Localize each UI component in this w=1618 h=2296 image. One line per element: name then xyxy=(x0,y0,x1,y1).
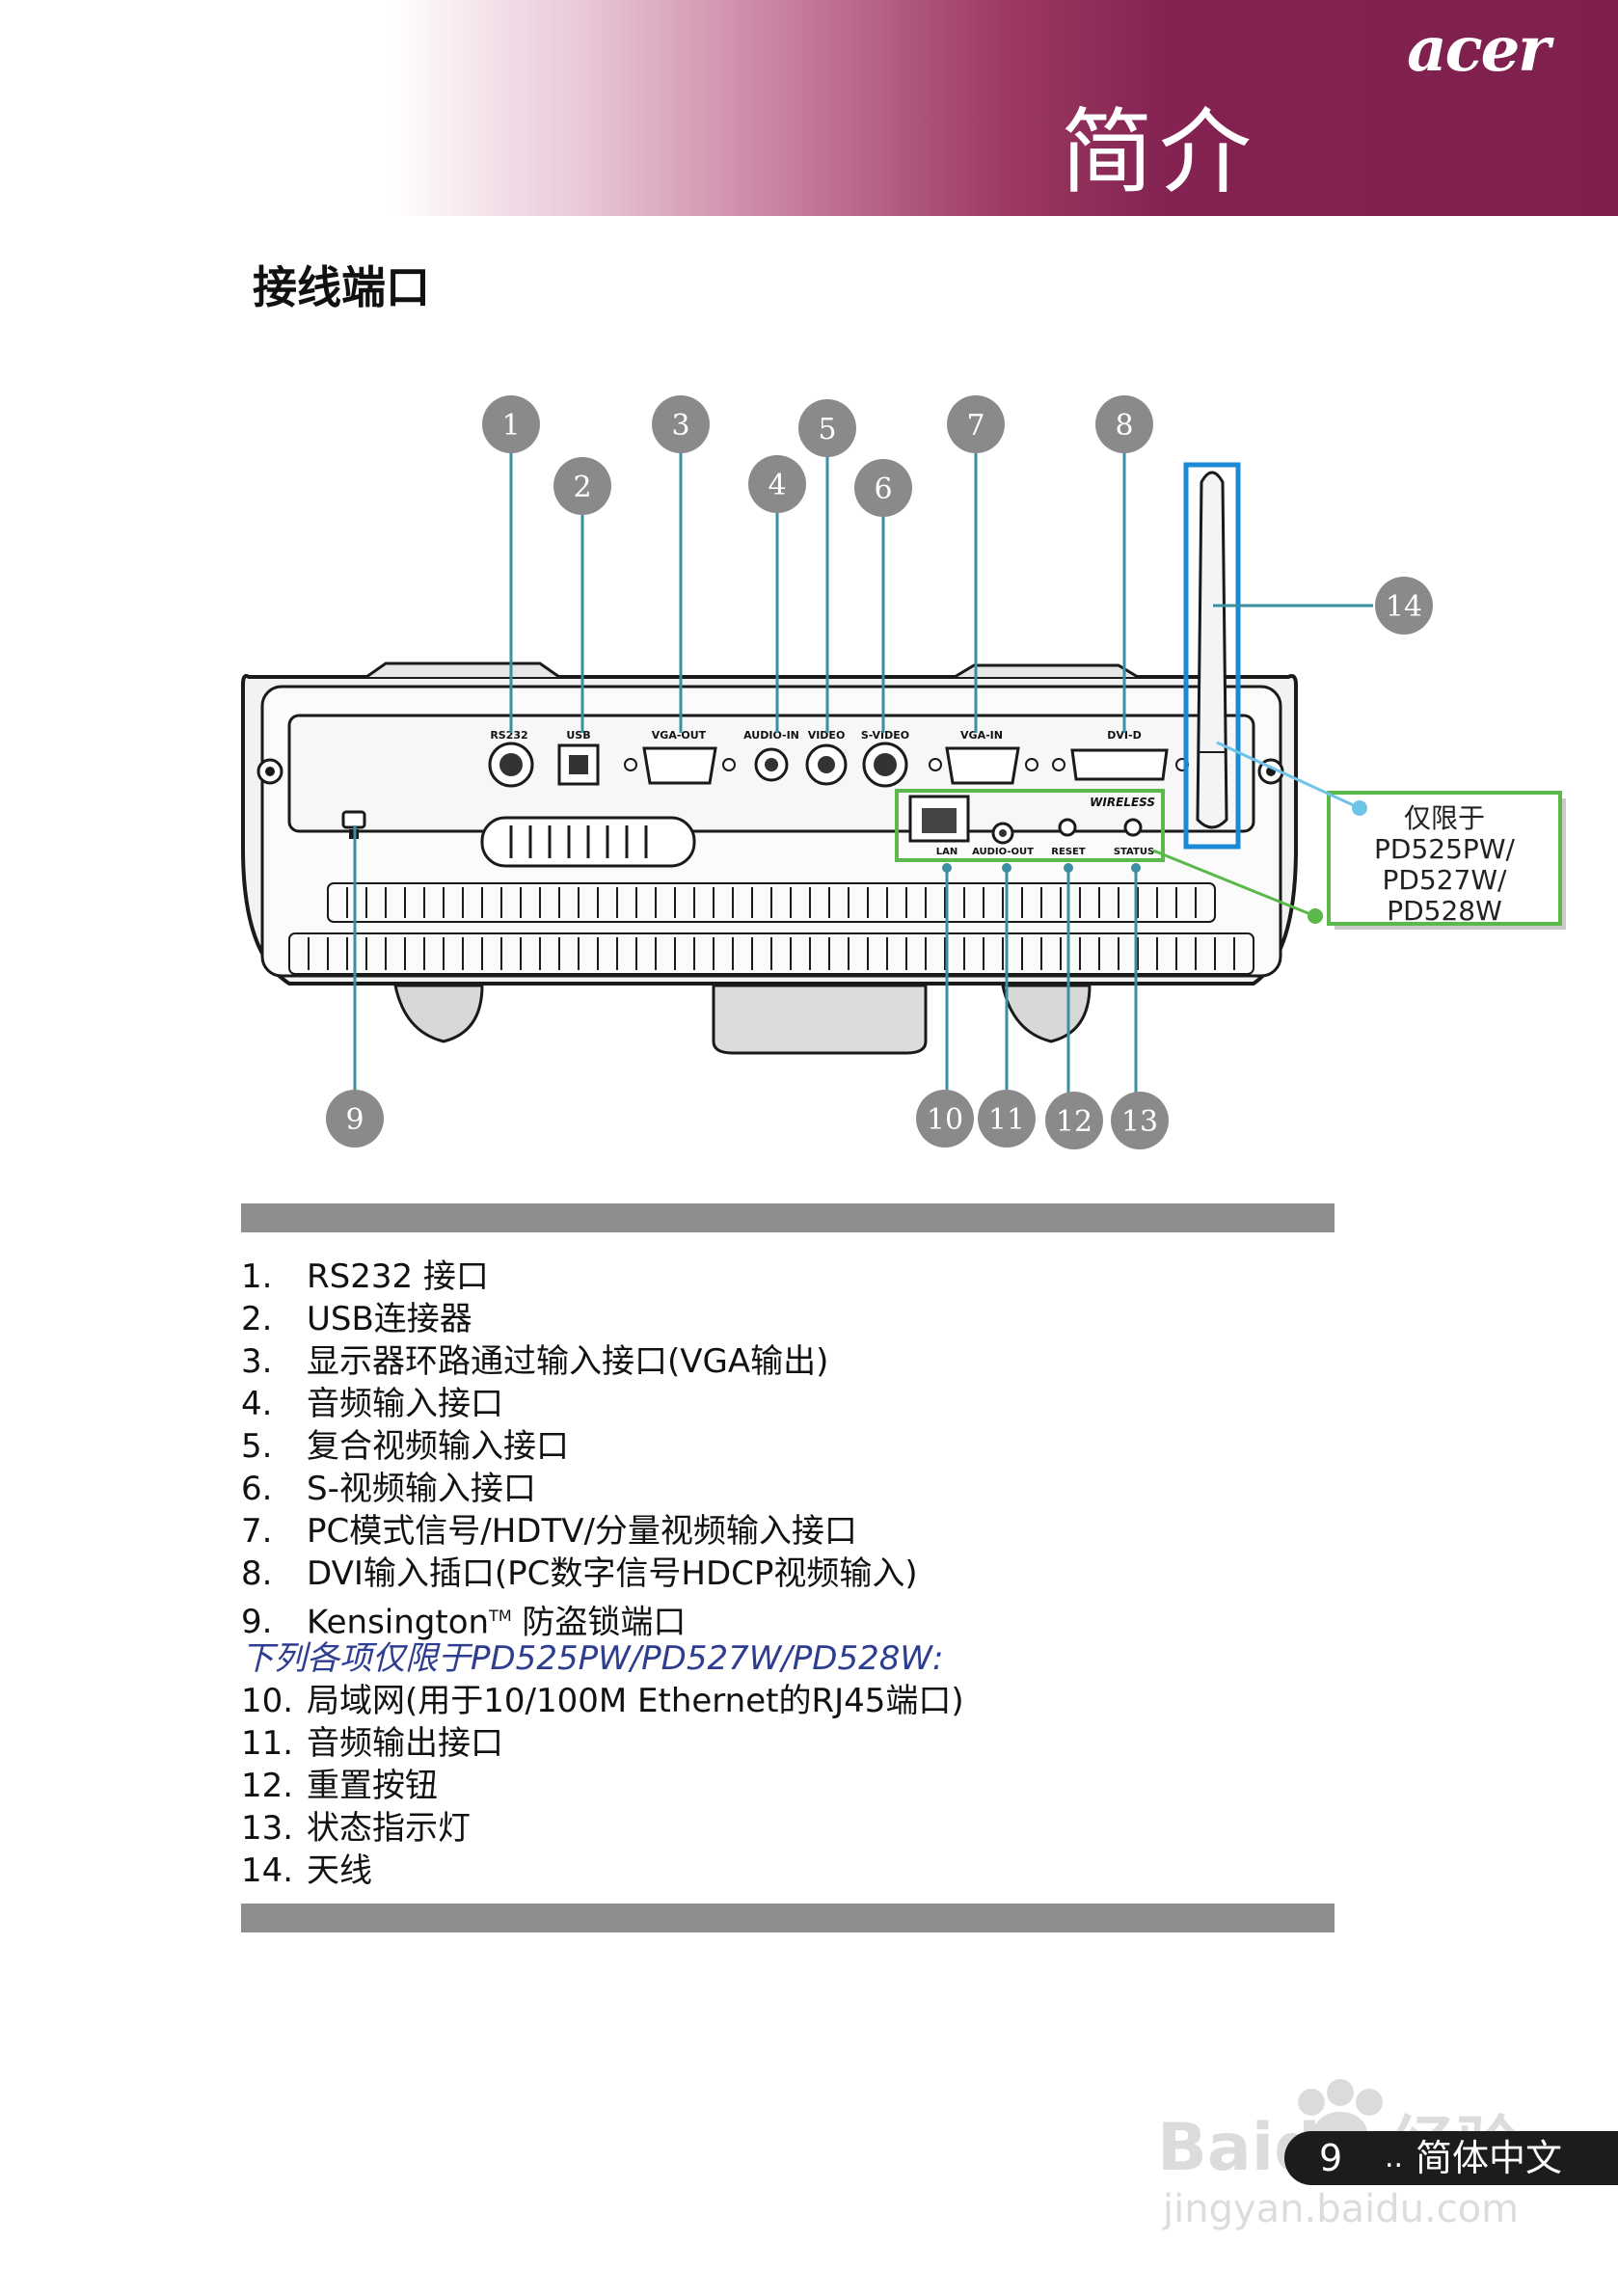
label-status: STATUS xyxy=(1114,847,1154,857)
callout-7 xyxy=(947,395,1005,453)
acer-logo: acer xyxy=(1407,14,1551,86)
callout-8-num: 8 xyxy=(1115,409,1133,443)
model-note-line-3: PD527W/ xyxy=(1382,864,1507,896)
list-item: 12.重置按钮 xyxy=(241,1767,438,1805)
list-item: 1.RS232 接口 xyxy=(241,1257,489,1296)
list-item: 5.复合视频输入接口 xyxy=(241,1427,569,1466)
footer-tab xyxy=(1284,2131,1618,2185)
callout-10 xyxy=(916,1090,974,1148)
vga-in-port xyxy=(929,746,1038,785)
wireless-module: WIRELESS LAN AUDIO-OUT RESET STATUS xyxy=(895,789,1165,862)
callout-11-num: 11 xyxy=(988,1103,1025,1137)
page-header: acer 简介 xyxy=(0,0,1618,216)
list-item: 2.USB连接器 xyxy=(241,1300,472,1338)
list-item: 3.显示器环路通过输入接口(VGA输出) xyxy=(241,1342,829,1381)
rs232-port xyxy=(488,742,534,788)
callout-1 xyxy=(482,395,540,453)
antenna xyxy=(1183,462,1241,850)
callout-6-num: 6 xyxy=(874,473,892,506)
page-number: 9 xyxy=(1319,2137,1343,2179)
usb-port xyxy=(557,743,600,786)
callout-13-num: 13 xyxy=(1121,1105,1158,1139)
callout-9-num: 9 xyxy=(345,1103,364,1137)
audio-in-port xyxy=(754,747,789,782)
model-restriction-note: 下列各项仅限于PD525PW/PD527W/PD528W: xyxy=(241,1639,944,1678)
label-reset: RESET xyxy=(1051,847,1086,857)
callout-6 xyxy=(854,459,912,517)
projector-rear-diagram: RS232 USB VGA-OUT AUDIO-IN VIDEO S-VIDEO… xyxy=(241,395,1566,1149)
list-item: 8.DVI输入插口(PC数字信号HDCP视频输入) xyxy=(241,1554,918,1593)
label-dvi-d: DVI-D xyxy=(1107,729,1141,742)
callout-14 xyxy=(1375,577,1433,635)
callout-4-num: 4 xyxy=(768,469,786,502)
list-item: 11.音频输出接口 xyxy=(241,1724,503,1763)
callout-10-num: 10 xyxy=(927,1103,963,1137)
model-note-line-2: PD525PW/ xyxy=(1374,833,1515,865)
video-port xyxy=(805,743,848,786)
label-usb: USB xyxy=(566,729,590,742)
callout-3 xyxy=(652,395,710,453)
list-item: 13.状态指示灯 xyxy=(241,1809,471,1848)
callout-14-num: 14 xyxy=(1386,590,1422,624)
list-item: 4.音频输入接口 xyxy=(241,1385,503,1423)
list-item: 6.S-视频输入接口 xyxy=(241,1470,536,1508)
callout-7-num: 7 xyxy=(966,409,984,443)
label-audio-in: AUDIO-IN xyxy=(743,729,799,742)
divider-bottom xyxy=(241,1904,1335,1932)
watermark-url: jingyan.baidu.com xyxy=(1162,2187,1519,2231)
chapter-title: 简介 xyxy=(1061,98,1257,206)
callout-12 xyxy=(1045,1092,1103,1149)
dvi-d-port xyxy=(1052,748,1189,781)
callout-4 xyxy=(748,455,806,513)
callout-5 xyxy=(798,399,856,457)
footer-dots: .. xyxy=(1385,2141,1404,2174)
model-note-line-4: PD528W xyxy=(1387,895,1502,927)
callout-5-num: 5 xyxy=(818,413,836,446)
s-video-port xyxy=(862,742,908,788)
model-note-line-1: 仅限于 xyxy=(1404,802,1485,834)
label-audio-out: AUDIO-OUT xyxy=(972,847,1034,857)
callout-12-num: 12 xyxy=(1056,1105,1092,1139)
label-vga-out: VGA-OUT xyxy=(652,729,707,742)
label-s-video: S-VIDEO xyxy=(861,729,909,742)
callout-11 xyxy=(978,1090,1036,1148)
divider-top xyxy=(241,1203,1335,1232)
callout-2 xyxy=(553,457,611,515)
label-rs232: RS232 xyxy=(490,729,527,742)
callout-13 xyxy=(1111,1092,1169,1149)
list-item: 9.KensingtonTM 防盗锁端口 xyxy=(241,1603,687,1642)
list-item: 14.天线 xyxy=(241,1851,372,1890)
label-lan: LAN xyxy=(936,847,957,857)
vga-out-port xyxy=(624,746,736,785)
language-label: 简体中文 xyxy=(1416,2137,1563,2179)
callout-8 xyxy=(1095,395,1153,453)
callout-2-num: 2 xyxy=(573,471,591,504)
list-item: 10.局域网(用于10/100M Ethernet的RJ45端口) xyxy=(241,1682,964,1720)
label-wireless: WIRELESS xyxy=(1090,796,1155,809)
callout-9 xyxy=(326,1090,384,1148)
label-vga-in: VGA-IN xyxy=(960,729,1003,742)
callout-3-num: 3 xyxy=(671,409,689,443)
list-item: 7.PC模式信号/HDTV/分量视频输入接口 xyxy=(241,1512,857,1551)
callout-1-num: 1 xyxy=(501,409,520,443)
model-note-box: 仅限于 PD525PW/ PD527W/ PD528W xyxy=(1327,791,1566,930)
label-video: VIDEO xyxy=(808,729,846,742)
section-title: 接线端口 xyxy=(253,261,430,313)
port-list: 1.RS232 接口 2.USB连接器 3.显示器环路通过输入接口(VGA输出)… xyxy=(241,1256,1398,1892)
